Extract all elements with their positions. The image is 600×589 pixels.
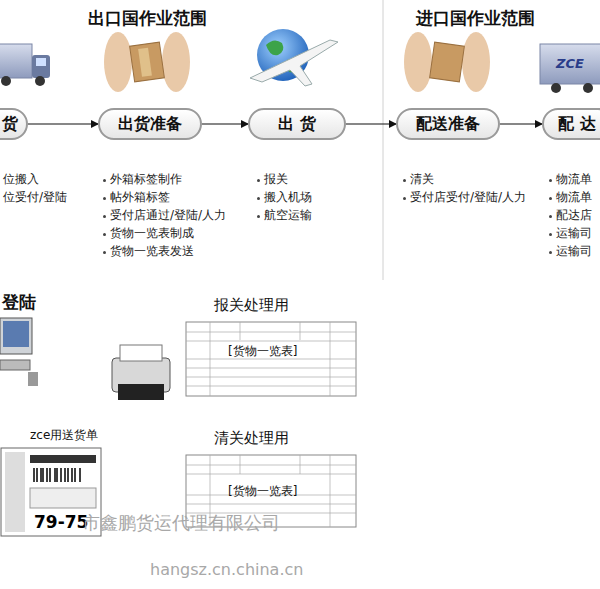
bullet-dot (103, 215, 106, 218)
illustration-part (104, 32, 132, 92)
bullet-dot (257, 197, 260, 200)
truck-icon (0, 44, 50, 86)
list-item: 受付店通过/登陆/人力 (110, 208, 226, 222)
illustration-part (32, 55, 50, 78)
box-label: 配 达 (558, 114, 596, 135)
text-label: hangsz.cn.china.cn (150, 560, 303, 579)
illustration-part (462, 32, 490, 92)
document-table (186, 322, 356, 396)
hands-box-icon (404, 32, 490, 92)
text-label: 79-75 (34, 512, 88, 532)
list-item: 货物一览表制成 (110, 226, 194, 240)
illustration-part (540, 44, 600, 84)
illustration-part (430, 42, 465, 82)
list-item: 帖外箱标签 (110, 190, 170, 204)
list-item: 配达店 (556, 208, 592, 222)
printer-icon (112, 345, 170, 400)
box-label: 出货准备 (118, 114, 182, 135)
text-label: 位受付/登陆 (3, 190, 67, 204)
illustration-part (3, 321, 29, 347)
illustration-part (551, 83, 561, 93)
divider-line (383, 0, 384, 280)
text-label: 出口国作业范围 (88, 8, 207, 28)
text-label: 进口国作业范围 (416, 8, 535, 28)
box-label: 配送准备 (416, 114, 480, 135)
bullet-dot (549, 251, 552, 254)
flow-arrow (346, 123, 396, 124)
text-label: [货物一览表] (228, 484, 297, 498)
process-box: 出 货 (248, 108, 346, 140)
illustration-part (34, 468, 80, 482)
illustration-part (583, 83, 593, 93)
list-item: 报关 (264, 172, 288, 186)
process-box: 配送准备 (396, 108, 500, 140)
illustration-part (186, 322, 356, 396)
illustration-part (35, 76, 45, 86)
list-item: 货物一览表发送 (110, 244, 194, 258)
bullet-dot (403, 179, 406, 182)
bullet-dot (103, 251, 106, 254)
text-label: zce用送货单 (30, 428, 98, 442)
illustration-part (0, 360, 30, 370)
bullet-dot (549, 179, 552, 182)
text-label: 位搬入 (3, 172, 39, 186)
list-item: 外箱标签制作 (110, 172, 182, 186)
illustration-part (1, 76, 11, 86)
illustration-part (120, 345, 162, 361)
text-label: 报关处理用 (214, 296, 289, 314)
text-label: 清关处理用 (214, 429, 289, 447)
hands-box-icon (104, 32, 190, 92)
list-item: 航空运输 (264, 208, 312, 222)
bullet-dot (549, 233, 552, 236)
flow-arrow (28, 123, 98, 124)
list-item: 物流单 (556, 190, 592, 204)
illustration-part (404, 32, 432, 92)
illustration-part (28, 372, 38, 386)
illustration-part (250, 40, 338, 86)
box-label: 货 (2, 114, 18, 135)
text-label: ZCE (556, 56, 584, 72)
illustration-part (36, 58, 46, 66)
illustration-part (0, 318, 32, 354)
list-item: 物流单 (556, 172, 592, 186)
text-label: [货物一览表] (228, 344, 297, 358)
bullet-dot (103, 197, 106, 200)
process-box: 配 达 (542, 108, 600, 140)
truck-icon (540, 44, 600, 93)
bullet-dot (257, 215, 260, 218)
list-item: 受付店受付/登陆/人力 (410, 190, 526, 204)
process-box: 货 (0, 108, 28, 140)
illustration-part (30, 455, 96, 463)
illustration-part (5, 452, 25, 532)
illustration-part (138, 48, 152, 77)
bullet-dot (549, 215, 552, 218)
process-box: 出货准备 (98, 108, 202, 140)
illustration-part (130, 42, 165, 82)
list-item: 搬入机场 (264, 190, 312, 204)
bullet-dot (103, 233, 106, 236)
computer-icon (0, 318, 38, 386)
list-item: 运输司 (556, 244, 592, 258)
bullet-dot (549, 197, 552, 200)
illustration-part (162, 32, 190, 92)
illustration-part (186, 322, 356, 396)
list-item: 运输司 (556, 226, 592, 240)
bullet-dot (103, 179, 106, 182)
flow-arrow (500, 123, 542, 124)
list-item: 清关 (410, 172, 434, 186)
text-label: 市鑫鹏货运代理有限公司 (82, 512, 280, 534)
illustration-part (30, 488, 96, 508)
globe-plane-icon (250, 29, 338, 86)
flow-arrow (202, 123, 248, 124)
box-label: 出 货 (278, 114, 316, 135)
text-label: 登陆 (2, 292, 36, 312)
bullet-dot (257, 179, 260, 182)
illustration-part (0, 44, 32, 78)
illustration-part (118, 384, 164, 400)
bullet-dot (403, 197, 406, 200)
